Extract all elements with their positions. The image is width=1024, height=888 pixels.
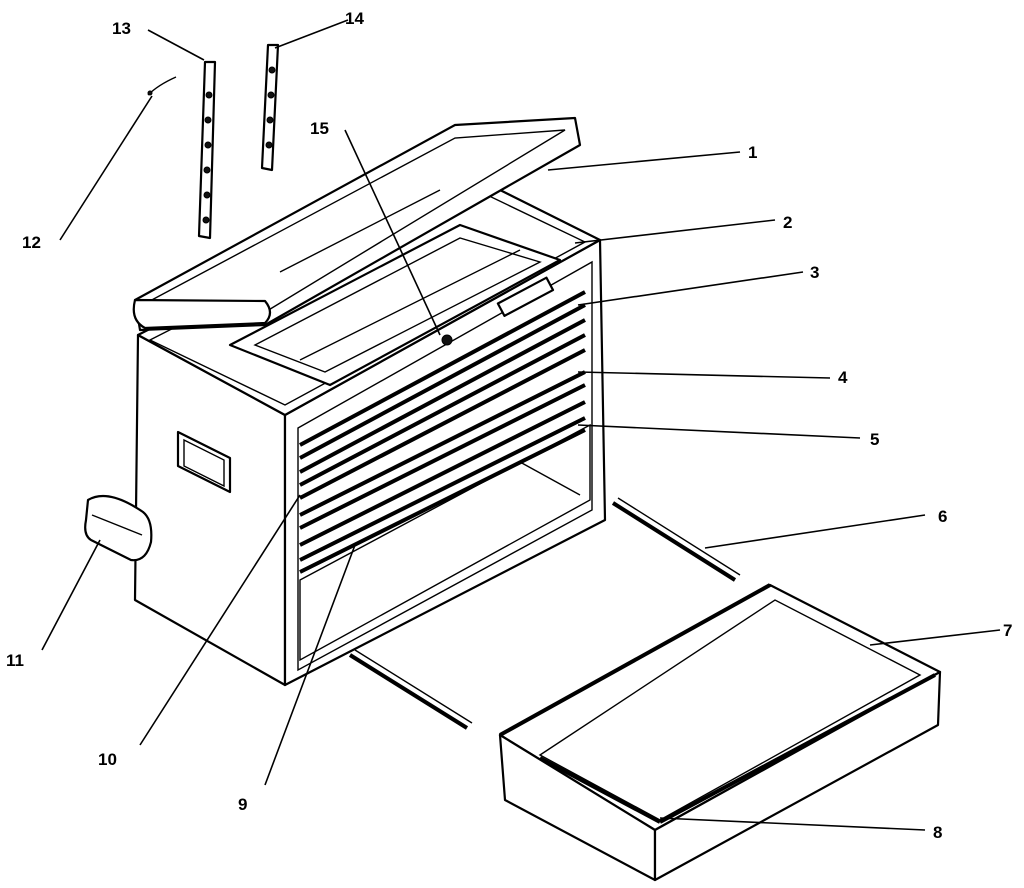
lock-icon [441,334,453,346]
side-handle-cutout [176,430,232,494]
callout-1: 1 [748,143,757,162]
callout-labels: 1 2 3 4 5 6 7 8 9 10 11 12 13 14 15 [6,9,1012,842]
callout-7: 7 [1003,621,1012,640]
callout-2: 2 [783,213,792,232]
callout-8: 8 [933,823,942,842]
callout-12: 12 [22,233,41,252]
drawer-slide-right [611,497,741,582]
callout-3: 3 [810,263,819,282]
callout-10: 10 [98,750,117,769]
callout-15: 15 [310,119,329,138]
hinge-strip-14 [260,43,280,172]
drawer-stack [299,276,586,574]
callout-11: 11 [6,651,24,670]
drawer-slide-left [348,649,473,730]
lid-support-rod [147,76,177,96]
leader-lines [41,19,1001,831]
top-tray [228,223,562,387]
callout-6: 6 [938,507,947,526]
callout-14: 14 [345,9,364,28]
callout-4: 4 [838,368,848,387]
callout-5: 5 [870,430,879,449]
lid [132,116,582,332]
callout-13: 13 [112,19,131,38]
callout-9: 9 [238,795,247,814]
side-handle [84,494,153,562]
hinge-strip-13 [197,60,217,240]
bottom-drawer [498,583,942,882]
